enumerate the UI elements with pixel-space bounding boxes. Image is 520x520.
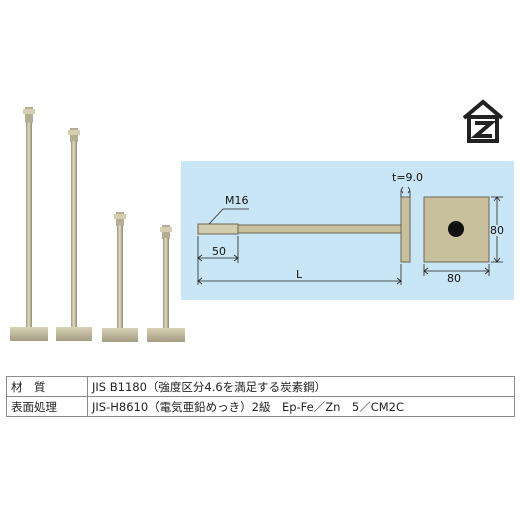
anchor-bolt-3 <box>102 212 138 342</box>
drawing-lines <box>197 186 503 285</box>
anchor-bolt-1 <box>10 107 48 341</box>
material-label: 材 質 <box>6 376 88 397</box>
plate-side-view <box>400 196 411 263</box>
surface-treatment-value: JIS-H8610（電気亜鉛めっき）2級 Ep-Fe／Zn 5／CM2C <box>87 396 515 417</box>
surface-treatment-label: 表面処理 <box>6 396 88 417</box>
plate-height-label: 80 <box>490 224 504 237</box>
plate-hole <box>448 221 464 237</box>
thread-length-label: 50 <box>212 245 226 258</box>
total-length-label: L <box>296 268 303 281</box>
dimension-drawing: M16 t=9.0 50 L 80 80 <box>181 161 514 300</box>
rod-section <box>237 224 402 234</box>
thickness-label: t=9.0 <box>392 171 424 184</box>
table-row: 材 質 JIS B1180（強度区分4.6を満足する炭素鋼） <box>6 376 515 397</box>
threaded-section <box>197 223 239 235</box>
anchor-bolt-2 <box>56 128 92 341</box>
plate-width-label: 80 <box>447 272 461 285</box>
table-row: 表面処理 JIS-H8610（電気亜鉛めっき）2級 Ep-Fe／Zn 5／CM2… <box>6 396 515 417</box>
product-photo <box>10 107 185 342</box>
anchor-bolt-4 <box>147 225 185 342</box>
material-value: JIS B1180（強度区分4.6を満足する炭素鋼） <box>87 376 515 397</box>
spec-table: 材 質 JIS B1180（強度区分4.6を満足する炭素鋼） 表面処理 JIS-… <box>6 376 515 417</box>
z-house-mark-icon <box>462 99 504 143</box>
thread-size-label: M16 <box>225 194 249 207</box>
